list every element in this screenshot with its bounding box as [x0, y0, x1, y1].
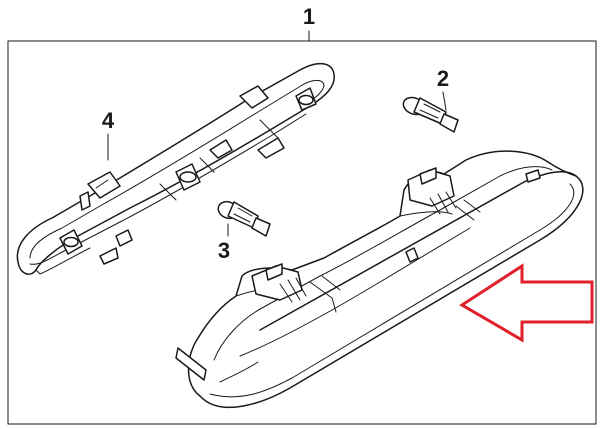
leader-line-2 [442, 91, 447, 111]
callout-1: 1 [303, 4, 315, 29]
callout-4: 4 [102, 108, 115, 133]
assembly-frame [7, 30, 597, 425]
callout-2: 2 [437, 66, 449, 91]
bulb-3 [217, 200, 271, 237]
socket-board [16, 62, 335, 275]
bulb-2 [402, 96, 459, 133]
location-arrow [459, 263, 594, 343]
callout-3: 3 [218, 238, 230, 263]
lamp-housing [175, 150, 584, 409]
